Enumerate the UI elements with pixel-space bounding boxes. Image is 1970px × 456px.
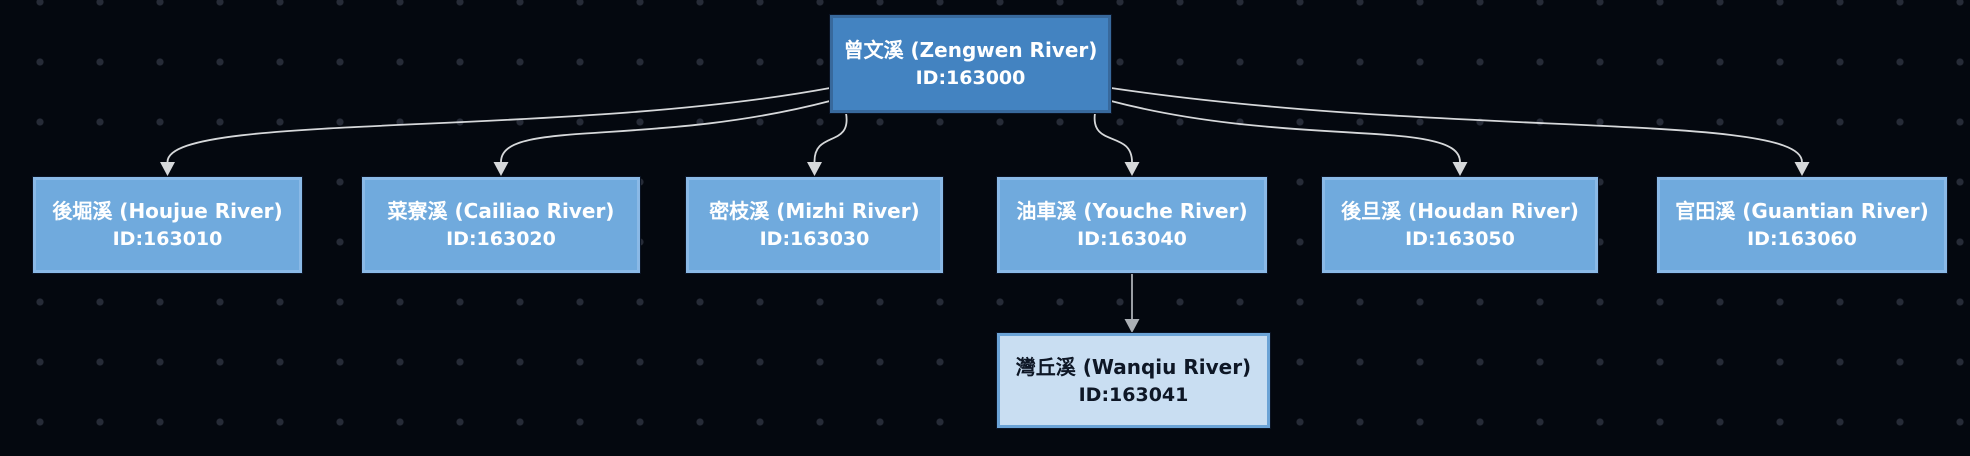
arrowhead-youche — [1124, 162, 1140, 176]
node-youche-river[interactable]: 油車溪 (Youche River) ID:163040 — [997, 177, 1267, 273]
node-label: 灣丘溪 (Wanqiu River) — [1015, 354, 1252, 379]
node-wanqiu-river[interactable]: 灣丘溪 (Wanqiu River) ID:163041 — [997, 333, 1270, 428]
node-label: 後堀溪 (Houjue River) — [52, 199, 283, 224]
arrowhead-mizhi — [807, 162, 822, 176]
node-id: ID:163030 — [759, 228, 870, 251]
edge-zengwen-mizhi — [813, 112, 848, 163]
node-id: ID:163041 — [1078, 383, 1189, 406]
node-guantian-river[interactable]: 官田溪 (Guantian River) ID:163060 — [1657, 177, 1947, 273]
node-label: 後旦溪 (Houdan River) — [1341, 199, 1579, 224]
arrowhead-houjue — [160, 162, 175, 176]
node-cailiao-river[interactable]: 菜寮溪 (Cailiao River) ID:163020 — [362, 177, 640, 273]
node-zengwen-river[interactable]: 曾文溪 (Zengwen River) ID:163000 — [830, 15, 1111, 113]
node-label: 油車溪 (Youche River) — [1016, 199, 1248, 224]
node-id: ID:163060 — [1747, 228, 1857, 251]
node-label: 密枝溪 (Mizhi River) — [709, 199, 920, 224]
node-houdan-river[interactable]: 後旦溪 (Houdan River) ID:163050 — [1322, 177, 1598, 273]
edge-zengwen-youche — [1093, 112, 1133, 163]
edge-zengwen-guantian — [1110, 87, 1803, 163]
arrowhead-guantian — [1794, 162, 1810, 176]
node-houjue-river[interactable]: 後堀溪 (Houjue River) ID:163010 — [33, 177, 302, 273]
edge-zengwen-cailiao — [500, 100, 831, 163]
node-mizhi-river[interactable]: 密枝溪 (Mizhi River) ID:163030 — [686, 177, 943, 273]
node-id: ID:163010 — [112, 228, 223, 251]
arrowhead-houdan — [1452, 162, 1468, 176]
node-label: 曾文溪 (Zengwen River) — [843, 38, 1098, 63]
node-id: ID:163050 — [1405, 228, 1515, 251]
node-id: ID:163000 — [915, 67, 1026, 90]
arrowhead-wanqiu — [1124, 319, 1140, 333]
node-id: ID:163040 — [1077, 228, 1187, 251]
arrowhead-cailiao — [493, 162, 509, 176]
node-label: 菜寮溪 (Cailiao River) — [387, 199, 615, 224]
edge-zengwen-houdan — [1110, 100, 1461, 163]
edge-zengwen-houjue — [166, 87, 831, 163]
node-id: ID:163020 — [446, 228, 556, 251]
node-label: 官田溪 (Guantian River) — [1675, 199, 1929, 224]
